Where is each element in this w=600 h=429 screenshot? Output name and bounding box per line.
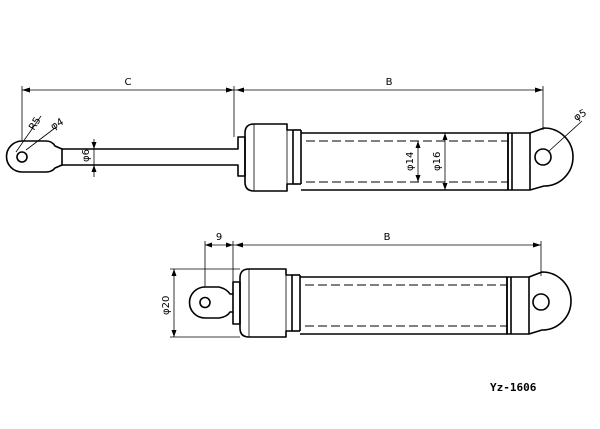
top-seal-collar xyxy=(232,136,246,163)
top-view: C B R5 φ4 φ6 φ14 φ16 φ5 xyxy=(5,77,589,192)
dim-label-b-bottom: B xyxy=(384,232,391,243)
bottom-rod-eye xyxy=(188,286,234,319)
bottom-view: 9 B φ20 xyxy=(161,232,572,338)
dim-label-c: C xyxy=(125,77,132,88)
dim-label-d14: φ14 xyxy=(405,152,416,171)
top-end-eye xyxy=(507,127,574,191)
bottom-cylinder-head xyxy=(239,268,293,338)
top-end-eye-hole xyxy=(534,148,552,166)
model-code: Yz-1606 xyxy=(490,381,537,394)
dim-label-d16: φ16 xyxy=(432,152,443,171)
dim-label-d6: φ6 xyxy=(81,149,92,162)
bottom-seal-collar xyxy=(232,281,241,325)
dim-label-d20: φ20 xyxy=(161,296,172,315)
bottom-end-eye-hole xyxy=(532,293,550,311)
dim-label-b-top: B xyxy=(386,77,393,88)
dim-label-r5: R5 xyxy=(27,115,43,132)
top-rod-eye-hole xyxy=(16,151,28,163)
top-cylinder-head xyxy=(244,123,294,192)
bottom-rod-eye-hole xyxy=(199,296,211,309)
dim-label-d5: φ5 xyxy=(572,108,589,124)
dim-label-9: 9 xyxy=(216,232,222,243)
top-rod-eye xyxy=(5,140,63,173)
bottom-end-eye xyxy=(506,271,572,335)
